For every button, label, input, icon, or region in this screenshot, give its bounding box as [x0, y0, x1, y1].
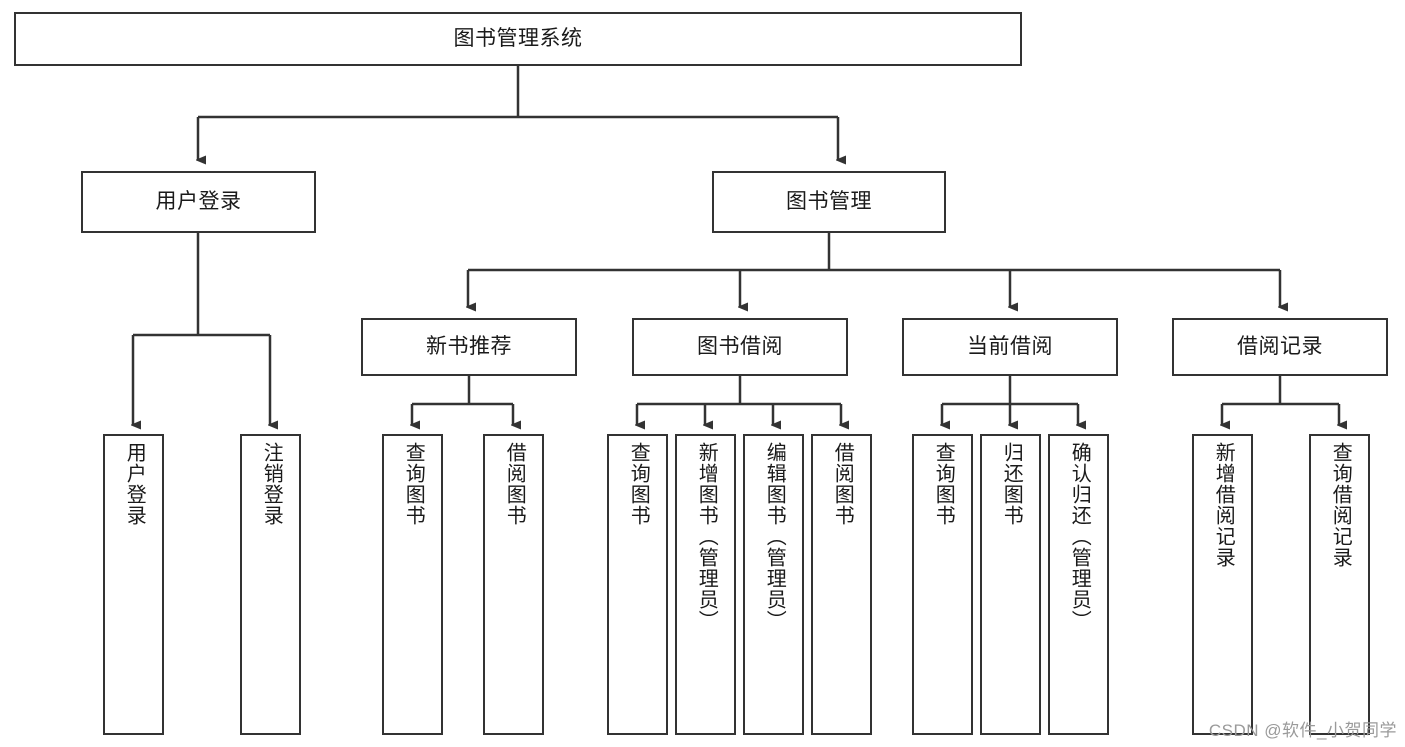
- node-label: 新增借阅记录: [1212, 442, 1235, 568]
- leaf-new-book-borrow[interactable]: 借阅图书: [483, 434, 544, 735]
- node-book-borrow[interactable]: 图书借阅: [632, 318, 848, 376]
- node-label: 用户登录: [123, 442, 146, 526]
- node-label: 注销登录: [260, 442, 283, 526]
- leaf-user-login-signout[interactable]: 注销登录: [240, 434, 301, 735]
- leaf-current-borrow-query[interactable]: 查询图书: [912, 434, 973, 735]
- node-label: 借阅图书: [503, 442, 526, 526]
- node-label: 查询图书: [932, 442, 955, 526]
- node-label: 确认归还（管理员）: [1068, 442, 1091, 631]
- leaf-current-borrow-return[interactable]: 归还图书: [980, 434, 1041, 735]
- node-label: 借阅图书: [831, 442, 854, 526]
- node-label: 编辑图书（管理员）: [763, 442, 786, 631]
- node-label: 查询图书: [402, 442, 425, 526]
- node-borrow-record[interactable]: 借阅记录: [1172, 318, 1388, 376]
- leaf-borrow-record-query[interactable]: 查询借阅记录: [1309, 434, 1370, 735]
- node-current-borrow[interactable]: 当前借阅: [902, 318, 1118, 376]
- node-label: 用户登录: [155, 190, 242, 214]
- leaf-book-borrow-edit[interactable]: 编辑图书（管理员）: [743, 434, 804, 735]
- node-label: 借阅记录: [1237, 335, 1323, 359]
- node-book-management[interactable]: 图书管理: [712, 171, 946, 233]
- node-label: 新书推荐: [426, 335, 512, 359]
- leaf-user-login-signin[interactable]: 用户登录: [103, 434, 164, 735]
- leaf-book-borrow-add[interactable]: 新增图书（管理员）: [675, 434, 736, 735]
- node-label: 当前借阅: [967, 335, 1053, 359]
- node-label: 归还图书: [1000, 442, 1023, 526]
- node-label: 图书管理: [786, 190, 872, 214]
- node-root-book-management-system[interactable]: 图书管理系统: [14, 12, 1022, 66]
- node-label: 新增图书（管理员）: [695, 442, 718, 631]
- node-label: 查询图书: [627, 442, 650, 526]
- watermark-text: CSDN @软件_小贺同学: [1208, 721, 1397, 740]
- node-label: 图书管理系统: [453, 27, 583, 51]
- node-label: 图书借阅: [697, 335, 783, 359]
- leaf-new-book-query[interactable]: 查询图书: [382, 434, 443, 735]
- leaf-current-borrow-confirm-return[interactable]: 确认归还（管理员）: [1048, 434, 1109, 735]
- leaf-book-borrow-query[interactable]: 查询图书: [607, 434, 668, 735]
- node-user-login[interactable]: 用户登录: [81, 171, 316, 233]
- leaf-borrow-record-add[interactable]: 新增借阅记录: [1192, 434, 1253, 735]
- node-new-book-recommend[interactable]: 新书推荐: [361, 318, 577, 376]
- leaf-book-borrow-borrow[interactable]: 借阅图书: [811, 434, 872, 735]
- node-label: 查询借阅记录: [1329, 442, 1352, 568]
